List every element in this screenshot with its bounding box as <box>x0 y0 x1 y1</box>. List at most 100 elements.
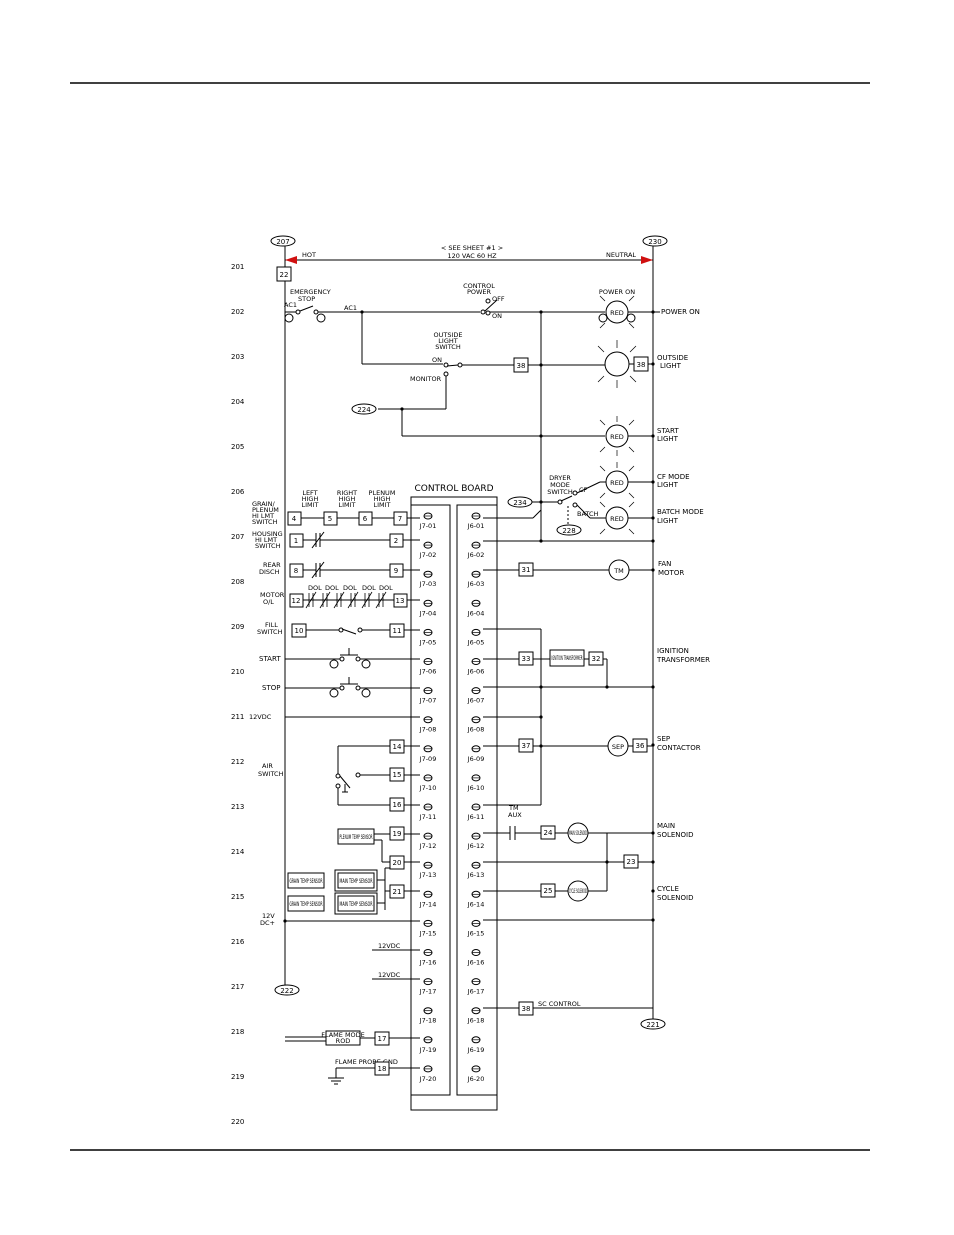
j7-terminal-label: J7-15 <box>419 929 437 937</box>
12v-dc-label: 12V <box>262 912 275 920</box>
wire-36-label: 36 <box>636 742 645 750</box>
line-number: 206 <box>231 488 245 496</box>
wire-15-label: 15 <box>393 771 402 779</box>
red-label: RED <box>610 309 624 317</box>
terminal-2-icon <box>316 313 326 323</box>
wire-4-label: 4 <box>292 515 297 523</box>
ignition-transformer-label: IGNITION <box>657 647 689 655</box>
cycle-sol-label: CYCLE SOLENOID <box>569 887 587 895</box>
left-high-limit-label: LIMIT <box>301 501 318 509</box>
x1-terminal-icon <box>598 313 608 323</box>
wire-2-label: 2 <box>394 537 398 545</box>
line-number: 217 <box>231 983 244 991</box>
j7-terminal-label: J7-12 <box>419 842 437 850</box>
cf-mode-light-label: LIGHT <box>657 481 679 489</box>
j7-terminal-label: J7-16 <box>419 959 437 967</box>
12vdc-a-label: 12VDC <box>378 942 401 950</box>
fan-motor-label: MOTOR <box>658 569 684 577</box>
line-number: 208 <box>231 578 244 586</box>
12v-dc-label: DC+ <box>260 919 275 927</box>
j6-terminal-label: J6-03 <box>467 580 485 588</box>
wire-23-label: 23 <box>627 858 636 866</box>
j7-terminals: J7-01J7-02J7-03J7-04J7-05J7-06J7-07J7-08… <box>419 512 437 1083</box>
air-switch-label: AIR <box>262 762 273 770</box>
j7-terminal-label: J7-04 <box>419 609 437 617</box>
node-228 <box>556 524 582 536</box>
cf-mode-light-label: CF MODE <box>657 473 690 481</box>
tm-label: TM <box>613 567 624 575</box>
j6-terminal-label: J6-09 <box>467 755 485 763</box>
batch-mode-light-label: LIGHT <box>657 517 679 525</box>
node-230 <box>642 235 668 247</box>
start-light-label: LIGHT <box>657 435 679 443</box>
node-230-label: 230 <box>648 238 661 246</box>
node-221 <box>640 1018 666 1030</box>
red-label: RED <box>610 515 624 523</box>
j6-terminal-label: J6-11 <box>467 813 485 821</box>
wire-37-label: 37 <box>522 742 531 750</box>
neutral-arrow-icon <box>641 256 653 264</box>
line-numbers: 201 202 203 204 205 206 207 208 209 210 … <box>231 263 245 1126</box>
wire-17-label: 17 <box>378 1035 387 1043</box>
node-207-label: 207 <box>276 238 289 246</box>
dol-label: DOL <box>343 584 357 592</box>
ign-transformer-label: IGNITION TRANSFORMER <box>552 654 583 662</box>
emergency-stop-label: EMERGENCY <box>290 288 331 296</box>
wire-11-label: 11 <box>393 627 402 635</box>
j6-terminals: J6-01J6-02J6-03J6-04J6-05J6-06J6-07J6-08… <box>467 512 485 1083</box>
wire-33-label: 33 <box>522 655 531 663</box>
line-number: 207 <box>231 533 244 541</box>
outside-light-label: OUTSIDE <box>657 354 688 362</box>
node-228-label: 228 <box>562 527 575 535</box>
wire-19-label: 19 <box>393 830 402 838</box>
j6-terminal-label: J6-18 <box>467 1017 485 1025</box>
plenum-high-limit-label: PLENUM <box>369 489 396 497</box>
wire-6-label: 6 <box>363 515 368 523</box>
j6-terminal-label: J6-17 <box>467 988 485 996</box>
grain-temp-sensor-label: GRAIN TEMP SENSOR <box>290 900 323 908</box>
wire-21-label: 21 <box>393 888 402 896</box>
sheet-ref-label: < SEE SHEET #1 > <box>441 244 503 252</box>
motor-ol-label: O/L <box>263 598 274 606</box>
hot-arrow-icon <box>285 256 297 264</box>
sep-label: SEP <box>612 743 624 751</box>
ignition-transformer-label: TRANSFORMER <box>656 656 710 664</box>
cycle-solenoid-label: SOLENOID <box>657 894 693 902</box>
dol-label: DOL <box>362 584 376 592</box>
stop-label: STOP <box>262 684 280 692</box>
line-number: 209 <box>231 623 244 631</box>
outside-light-switch-label: OUTSIDE <box>434 331 463 339</box>
j7-terminal-label: J7-09 <box>419 755 437 763</box>
wire-1-label: 1 <box>294 537 298 545</box>
node-207 <box>270 235 296 247</box>
main-solenoid-label: SOLENOID <box>657 831 693 839</box>
fill-switch-label: SWITCH <box>257 628 283 636</box>
line-number: 220 <box>231 1118 244 1126</box>
right-high-limit-label: HIGH <box>339 495 356 503</box>
left-high-limit-label: LEFT <box>302 489 317 497</box>
on-label: ON <box>492 312 502 320</box>
line-number: 219 <box>231 1073 244 1081</box>
flame-mode-rod-label: ROD <box>336 1037 351 1045</box>
control-board-title: CONTROL BOARD <box>414 484 493 494</box>
batch-mode-light-label: BATCH MODE <box>657 508 704 516</box>
wire-22-label: 22 <box>280 271 289 279</box>
wire-38b-label: 38 <box>637 361 646 369</box>
neutral-label: NEUTRAL <box>606 251 636 259</box>
wire-22 <box>276 266 292 282</box>
plenum-temp-sensor-label: PLENUM TEMP SENSOR <box>340 833 373 841</box>
power-on-label: POWER ON <box>661 308 700 316</box>
line-number: 212 <box>231 758 244 766</box>
wire-10-label: 10 <box>295 627 304 635</box>
tm-aux-label: AUX <box>508 811 522 819</box>
j7-terminal-label: J7-10 <box>419 784 437 792</box>
housing-label: HOUSING <box>252 530 283 538</box>
grain-plenum-label: GRAIN/ <box>252 500 276 508</box>
wire-24-label: 24 <box>544 829 553 837</box>
j7-terminal-label: J7-17 <box>419 988 437 996</box>
j6-terminal-label: J6-13 <box>467 871 485 879</box>
j6-terminal-label: J6-10 <box>467 784 485 792</box>
wire-31-label: 31 <box>522 566 531 574</box>
sep-contactor-label: SEP <box>657 735 670 743</box>
dryer-mode-switch-label: MODE <box>550 481 570 489</box>
